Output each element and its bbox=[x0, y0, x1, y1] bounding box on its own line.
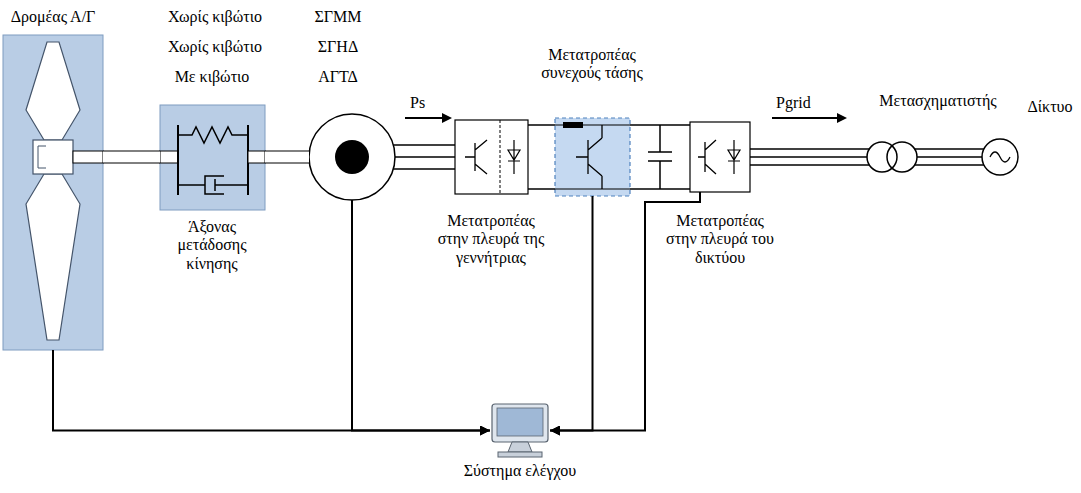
node-text: Σύστημα ελέγχου bbox=[464, 462, 577, 480]
grid-source-symbol bbox=[982, 139, 1018, 175]
connector-line bbox=[528, 124, 555, 126]
connector-line bbox=[528, 188, 555, 190]
connector bbox=[53, 350, 490, 431]
node-text: Δίκτυο bbox=[1027, 98, 1072, 116]
node-text: Χωρίς κιβώτιο bbox=[168, 8, 262, 26]
dc-converter-box: Μετατροπέας συνεχούς τάσης bbox=[555, 118, 630, 196]
hub-bracket bbox=[38, 146, 46, 168]
monitor-base bbox=[498, 452, 542, 457]
spring-symbol bbox=[178, 127, 248, 143]
connector bbox=[528, 125, 555, 189]
capacitor-symbol bbox=[648, 125, 672, 189]
node-text: Μετασχηματιστής bbox=[879, 92, 996, 110]
node-text: Δρομέας Α/Γ bbox=[11, 8, 96, 26]
transformer-winding bbox=[867, 142, 897, 172]
connector-line bbox=[630, 188, 690, 190]
drive-train-box: Χωρίς κιβώτιοΧωρίς κιβώτιοΜε κιβώτιοΆξον… bbox=[160, 105, 265, 210]
converter-box: Μετατροπέας στην πλευρά του δικτύου bbox=[690, 122, 750, 192]
shaft bbox=[160, 151, 178, 163]
rotor-blade bbox=[26, 42, 80, 140]
connector bbox=[265, 157, 309, 158]
power-arrow bbox=[772, 117, 839, 119]
power-arrowhead bbox=[837, 113, 847, 123]
shaft bbox=[248, 151, 265, 163]
node-text: Μετατροπέας στην πλευρά της γεννήτριας bbox=[434, 212, 549, 267]
connector-line bbox=[395, 156, 455, 158]
power-arrowhead bbox=[442, 113, 452, 123]
connector-line bbox=[917, 156, 982, 158]
node-text: Με κιβώτιο bbox=[175, 68, 250, 86]
converter-box bbox=[455, 120, 528, 194]
node-text: Μετατροπέας συνεχούς τάσης bbox=[530, 46, 655, 83]
converter-box: Μετατροπέας στην πλευρά της γεννήτριας bbox=[455, 120, 528, 194]
connector-line bbox=[750, 164, 869, 166]
dc-resistor-symbol bbox=[563, 122, 583, 128]
damper-piston bbox=[215, 179, 248, 191]
rotor-panel bbox=[3, 35, 103, 350]
generator-rotor bbox=[335, 140, 369, 174]
monitor-screen bbox=[497, 408, 543, 436]
connector bbox=[750, 149, 869, 165]
connector-line bbox=[750, 156, 867, 158]
monitor-icon bbox=[492, 404, 548, 442]
rotor-hub bbox=[33, 140, 73, 174]
connector-line bbox=[393, 144, 455, 146]
dc-converter-box bbox=[555, 118, 630, 196]
connector-line bbox=[550, 196, 593, 431]
generator-symbol bbox=[309, 114, 395, 200]
sine-symbol bbox=[990, 152, 1010, 162]
shaft-body bbox=[103, 152, 160, 163]
converter-box bbox=[690, 122, 750, 192]
shaft-outline bbox=[265, 151, 309, 164]
connector bbox=[915, 149, 984, 165]
node-text: ΑΓΤΔ bbox=[318, 68, 358, 86]
connector-line bbox=[53, 350, 490, 431]
shaft-body bbox=[265, 152, 309, 163]
rotor-blade bbox=[26, 174, 80, 340]
damper-rod bbox=[178, 184, 205, 186]
diode-symbol bbox=[728, 140, 740, 174]
connector-line bbox=[915, 148, 984, 150]
connector-line bbox=[915, 164, 984, 166]
connector-line bbox=[393, 168, 455, 170]
generator-circle: ΣΓΜΜΣΓΗΔΑΓΤΔ bbox=[309, 114, 395, 200]
monitor-stand bbox=[508, 442, 532, 452]
node-text: Μετατροπέας στην πλευρά του δικτύου bbox=[663, 212, 778, 267]
power-label: Pgrid bbox=[776, 94, 811, 112]
dc-rail bbox=[555, 188, 630, 189]
transistor-symbol bbox=[465, 140, 487, 174]
drive-train-box bbox=[160, 105, 265, 210]
transformer-winding bbox=[887, 142, 917, 172]
connector bbox=[103, 157, 160, 158]
connector-line bbox=[630, 124, 690, 126]
rotor-panel: Δρομέας Α/Γ bbox=[3, 35, 103, 350]
power-arrow bbox=[405, 117, 444, 119]
node-text: Άξονας μετάδοσης κίνησης bbox=[165, 218, 260, 273]
connector bbox=[393, 145, 455, 169]
node-text: Χωρίς κιβώτιο bbox=[168, 38, 262, 56]
transistor-symbol bbox=[576, 125, 602, 189]
power-label: Ps bbox=[410, 94, 425, 112]
node-text: ΣΓΗΔ bbox=[318, 38, 358, 56]
converter-divider bbox=[500, 120, 501, 194]
connector bbox=[550, 196, 593, 431]
diode-symbol bbox=[508, 140, 520, 174]
shaft-outline bbox=[103, 151, 160, 164]
connector bbox=[630, 125, 690, 189]
grid-source: Δίκτυο bbox=[982, 139, 1018, 175]
shaft bbox=[73, 151, 103, 163]
node-text: ΣΓΜΜ bbox=[314, 8, 361, 26]
control-computer: Σύστημα ελέγχου bbox=[490, 403, 550, 458]
connector-line bbox=[750, 148, 869, 150]
transformer-symbol: Μετασχηματιστής bbox=[867, 142, 917, 172]
transistor-symbol bbox=[698, 140, 716, 174]
